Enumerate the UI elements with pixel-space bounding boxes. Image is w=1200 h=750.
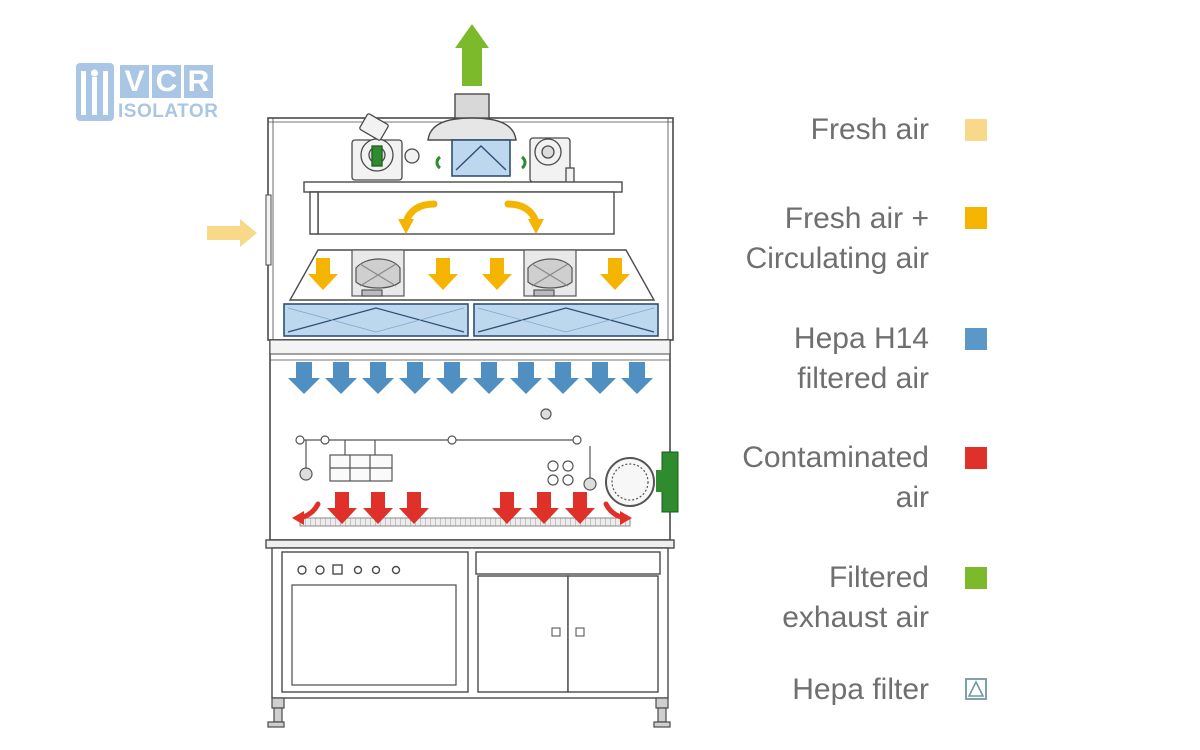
left-valve (351, 113, 420, 181)
logo-emblem-icon (76, 63, 114, 121)
logo-letter-c: C (152, 65, 181, 98)
vcr-isolator-logo: V C R ISOLATOR (76, 63, 219, 125)
chamber-internals (295, 408, 655, 507)
legend-label-filtered-exhaust-air: Filtered exhaust air (782, 561, 929, 634)
swatch-contaminated-air (965, 447, 987, 469)
swatch-filtered-exhaust-air (965, 567, 987, 589)
legend-label-fresh-air: Fresh air (810, 113, 929, 146)
base-cabinet (265, 539, 675, 699)
swatch-fresh-air (965, 119, 987, 141)
exhaust-arrow (455, 24, 489, 86)
legend-label-hepa-filter: Hepa filter (792, 673, 929, 706)
logo-letter-r: R (184, 65, 213, 98)
logo-subtitle: ISOLATOR (118, 101, 219, 122)
upper-plenum (303, 181, 623, 235)
swatch-fresh-circulating-air (965, 207, 987, 229)
fan-housing (288, 249, 656, 301)
hepa-filters (283, 303, 659, 337)
fresh-air-inlet-arrow (207, 219, 257, 247)
legend-label-hepa-filtered-air: Hepa H14 filtered air (793, 322, 929, 395)
exhaust-duct (427, 93, 527, 177)
logo-letter-v: V (120, 65, 149, 98)
cabinet-feet (267, 697, 671, 728)
legend-label-contaminated-air: Contaminated air (742, 441, 929, 514)
hepa-filter-icon (965, 678, 987, 700)
circulation-fans (351, 249, 577, 297)
swatch-hepa-filtered-air (965, 328, 987, 350)
legend-label-fresh-circulating-air: Fresh air + Circulating air (745, 202, 929, 275)
logo-letters: V C R (120, 65, 213, 98)
